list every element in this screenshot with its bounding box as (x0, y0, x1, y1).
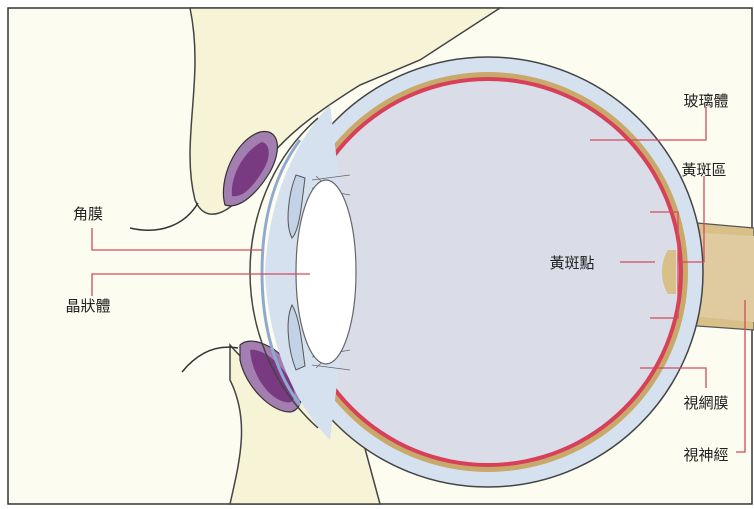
lens (296, 180, 356, 364)
label-lens: 晶狀體 (65, 297, 110, 315)
label-fovea: 黃斑點 (549, 254, 594, 272)
label-vitreous: 玻璃體 (683, 92, 728, 110)
label-macula: 黃斑區 (681, 161, 726, 179)
label-optic-nerve: 視神經 (683, 446, 728, 464)
label-retina: 視網膜 (683, 394, 728, 412)
label-cornea: 角膜 (73, 205, 103, 223)
